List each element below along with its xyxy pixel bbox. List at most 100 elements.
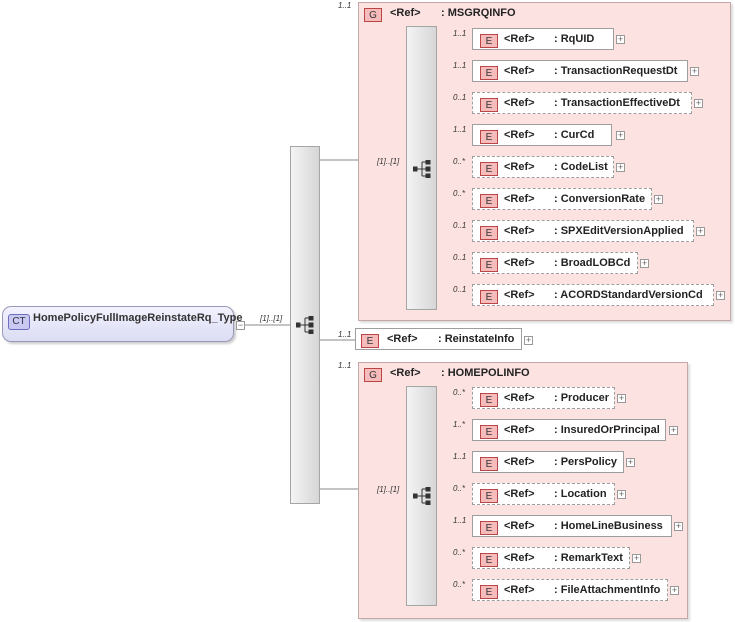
element-reinstateinfo[interactable]: E <Ref> : ReinstateInfo bbox=[355, 328, 522, 350]
element-cardinality: 1..1 bbox=[453, 452, 467, 461]
element-name: : TransactionRequestDt bbox=[554, 65, 678, 77]
element-ref: <Ref> bbox=[504, 161, 535, 173]
element-badge: E bbox=[361, 334, 379, 348]
element-transactionrequestdt[interactable]: E <Ref> : TransactionRequestDt bbox=[472, 60, 688, 82]
element-curcd[interactable]: E <Ref> : CurCd bbox=[472, 124, 612, 146]
group-name: : MSGRQINFO bbox=[441, 7, 516, 19]
element-badge: E bbox=[480, 130, 498, 144]
element-cardinality: 1..1 bbox=[338, 330, 352, 339]
element-cardinality: 0..1 bbox=[453, 253, 467, 262]
element-broadlobcd[interactable]: E <Ref> : BroadLOBCd bbox=[472, 252, 638, 274]
expand-icon[interactable]: + bbox=[669, 425, 678, 435]
element-ref: <Ref> bbox=[504, 584, 535, 596]
element-name: : TransactionEffectiveDt bbox=[554, 97, 680, 109]
element-ref: <Ref> bbox=[504, 129, 535, 141]
element-badge: E bbox=[480, 553, 498, 567]
element-cardinality: 0..* bbox=[453, 580, 466, 589]
sequence-cardinality: [1]..[1] bbox=[377, 157, 400, 166]
element-name: : FileAttachmentInfo bbox=[554, 584, 661, 596]
group-badge: G bbox=[364, 8, 382, 22]
expand-icon[interactable]: + bbox=[690, 66, 699, 76]
collapse-icon[interactable]: − bbox=[236, 320, 245, 330]
element-remarktext[interactable]: E <Ref> : RemarkText bbox=[472, 547, 630, 569]
expand-icon[interactable]: + bbox=[617, 393, 626, 403]
element-ref: <Ref> bbox=[504, 392, 535, 404]
element-name: : CodeList bbox=[554, 161, 608, 173]
element-name: : HomeLineBusiness bbox=[554, 520, 663, 532]
element-ref: <Ref> bbox=[504, 65, 535, 77]
expand-icon[interactable]: + bbox=[632, 553, 641, 563]
expand-icon[interactable]: + bbox=[616, 34, 625, 44]
element-badge: E bbox=[480, 290, 498, 304]
element-name: : Producer bbox=[554, 392, 610, 404]
element-name: : ACORDStandardVersionCd bbox=[554, 289, 703, 301]
expand-icon[interactable]: + bbox=[716, 290, 725, 300]
element-name: : ConversionRate bbox=[554, 193, 646, 205]
element-ref: <Ref> bbox=[504, 97, 535, 109]
group-name: : HOMEPOLINFO bbox=[441, 367, 530, 379]
complex-type-box[interactable]: CT HomePolicyFullImageReinstateRq_Type bbox=[2, 306, 243, 342]
root-sequence-cardinality: [1]..[1] bbox=[260, 314, 283, 323]
expand-icon[interactable]: + bbox=[670, 585, 679, 595]
element-badge: E bbox=[480, 226, 498, 240]
element-badge: E bbox=[480, 585, 498, 599]
expand-icon[interactable]: + bbox=[616, 130, 625, 140]
group-cardinality: 1..1 bbox=[338, 361, 352, 370]
element-conversionrate[interactable]: E <Ref> : ConversionRate bbox=[472, 188, 652, 210]
element-name: : CurCd bbox=[554, 129, 595, 141]
element-cardinality: 0..* bbox=[453, 548, 466, 557]
element-location[interactable]: E <Ref> : Location bbox=[472, 483, 615, 505]
element-perspolicy[interactable]: E <Ref> : PersPolicy bbox=[472, 451, 624, 473]
element-rquid[interactable]: E <Ref> : RqUID bbox=[472, 28, 614, 50]
element-insuredorprincipal[interactable]: E <Ref> : InsuredOrPrincipal bbox=[472, 419, 666, 441]
element-badge: E bbox=[480, 521, 498, 535]
sequence-icon bbox=[296, 316, 314, 334]
element-badge: E bbox=[480, 258, 498, 272]
expand-icon[interactable]: + bbox=[616, 162, 625, 172]
expand-icon[interactable]: + bbox=[696, 226, 705, 236]
element-transactioneffectivedt[interactable]: E <Ref> : TransactionEffectiveDt bbox=[472, 92, 692, 114]
element-name: : PersPolicy bbox=[554, 456, 617, 468]
complex-type-name: HomePolicyFullImageReinstateRq_Type bbox=[33, 312, 243, 324]
element-badge: E bbox=[480, 425, 498, 439]
expand-icon[interactable]: + bbox=[617, 489, 626, 499]
expand-icon[interactable]: + bbox=[674, 521, 683, 531]
element-ref: <Ref> bbox=[504, 552, 535, 564]
element-cardinality: 0..1 bbox=[453, 221, 467, 230]
element-ref: <Ref> bbox=[504, 257, 535, 269]
element-fileattachmentinfo[interactable]: E <Ref> : FileAttachmentInfo bbox=[472, 579, 668, 601]
element-name: : SPXEditVersionApplied bbox=[554, 225, 684, 237]
element-ref: <Ref> bbox=[504, 456, 535, 468]
element-cardinality: 0..1 bbox=[453, 93, 467, 102]
element-cardinality: 0..* bbox=[453, 484, 466, 493]
element-spxeditversionapplied[interactable]: E <Ref> : SPXEditVersionApplied bbox=[472, 220, 694, 242]
element-name: : RemarkText bbox=[554, 552, 623, 564]
element-cardinality: 1..1 bbox=[453, 516, 467, 525]
element-ref: <Ref> bbox=[504, 488, 535, 500]
element-cardinality: 1..1 bbox=[453, 125, 467, 134]
element-ref: <Ref> bbox=[504, 289, 535, 301]
element-cardinality: 0..* bbox=[453, 388, 466, 397]
expand-icon[interactable]: + bbox=[640, 258, 649, 268]
element-cardinality: 1..1 bbox=[453, 61, 467, 70]
element-ref: <Ref> bbox=[504, 33, 535, 45]
expand-icon[interactable]: + bbox=[626, 457, 635, 467]
element-acordstandardversioncd[interactable]: E <Ref> : ACORDStandardVersionCd bbox=[472, 284, 714, 306]
group-ref: <Ref> bbox=[390, 367, 421, 379]
element-badge: E bbox=[480, 194, 498, 208]
element-ref: <Ref> bbox=[504, 424, 535, 436]
element-name: : ReinstateInfo bbox=[438, 333, 515, 345]
element-codelist[interactable]: E <Ref> : CodeList bbox=[472, 156, 614, 178]
complex-type-badge: CT bbox=[8, 314, 30, 330]
element-cardinality: 0..1 bbox=[453, 285, 467, 294]
expand-icon[interactable]: + bbox=[694, 98, 703, 108]
element-badge: E bbox=[480, 66, 498, 80]
element-cardinality: 0..* bbox=[453, 157, 466, 166]
element-homelinebusiness[interactable]: E <Ref> : HomeLineBusiness bbox=[472, 515, 672, 537]
expand-icon[interactable]: + bbox=[654, 194, 663, 204]
group-badge: G bbox=[364, 368, 382, 382]
element-producer[interactable]: E <Ref> : Producer bbox=[472, 387, 615, 409]
expand-icon[interactable]: + bbox=[524, 335, 533, 345]
element-badge: E bbox=[480, 457, 498, 471]
sequence-cardinality: [1]..[1] bbox=[377, 485, 400, 494]
